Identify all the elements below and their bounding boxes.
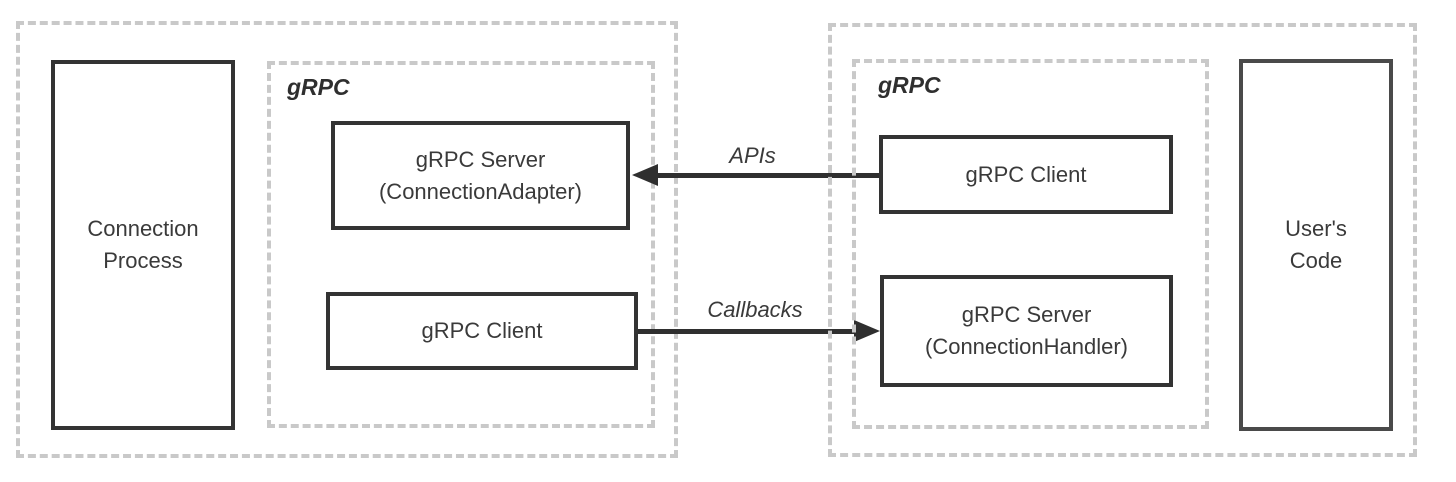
left-grpc-group-border — [267, 61, 655, 428]
users-code-box: User's Code — [1239, 59, 1393, 431]
users-code-label-line1: User's — [1285, 216, 1347, 241]
connection-process-label-line1: Connection — [87, 216, 199, 241]
apis-arrow-line — [656, 173, 879, 178]
users-code-label-line2: Code — [1289, 248, 1343, 273]
grpc-server-connection-handler-box: gRPC Server (ConnectionHandler) — [880, 275, 1173, 387]
callbacks-arrow-label: Callbacks — [707, 297, 803, 322]
right-grpc-client-box: gRPC Client — [879, 135, 1173, 214]
apis-arrow-label: APIs — [729, 143, 776, 168]
left-grpc-client-label: gRPC Client — [421, 318, 543, 343]
grpc-server-connection-adapter-box: gRPC Server (ConnectionAdapter) — [331, 121, 630, 230]
connection-process-group-border — [16, 21, 678, 458]
right-grpc-group-border — [852, 59, 1209, 429]
callbacks-arrowhead-right-icon — [854, 320, 880, 342]
connection-process-label-line2: Process — [103, 248, 183, 273]
left-grpc-label: gRPC — [287, 74, 350, 100]
users-code-group-border — [828, 23, 1417, 457]
right-grpc-label: gRPC — [878, 72, 941, 98]
callbacks-arrow-line — [638, 329, 856, 334]
right-grpc-client-label: gRPC Client — [965, 161, 1087, 187]
left-grpc-client-box: gRPC Client — [326, 292, 638, 370]
apis-arrowhead-left-icon — [632, 164, 658, 186]
connection-process-box: Connection Process — [51, 60, 235, 430]
grpc-server-adapter-label-line2: (ConnectionAdapter) — [378, 178, 582, 204]
grpc-server-handler-label-line1: gRPC Server — [961, 302, 1092, 327]
grpc-server-adapter-label-line1: gRPC Server — [415, 146, 546, 172]
grpc-server-handler-label-line2: (ConnectionHandler) — [925, 334, 1128, 359]
